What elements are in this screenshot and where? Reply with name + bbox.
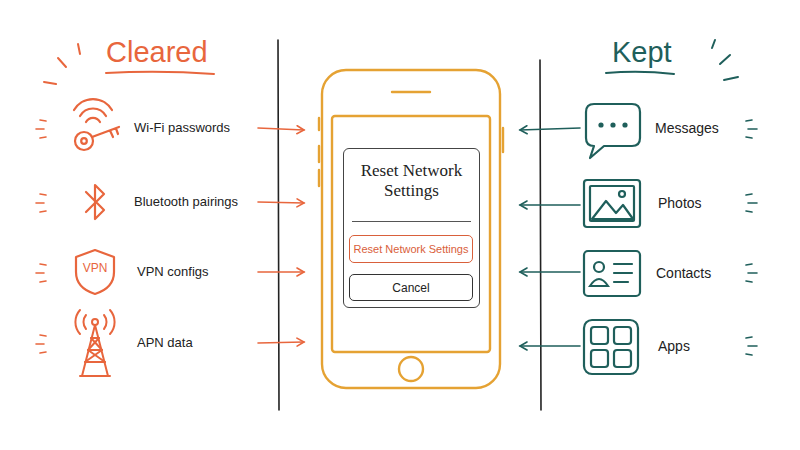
dialog-button: Cancel xyxy=(349,274,473,301)
item-label: Apps xyxy=(658,338,690,355)
item-label: VPN configs xyxy=(137,264,209,280)
heading: Kept xyxy=(612,35,672,70)
item-label: Bluetooth pairings xyxy=(134,194,238,210)
apps-icon xyxy=(584,320,638,374)
contact-icon xyxy=(584,251,640,296)
item-label: Photos xyxy=(658,195,702,212)
dialog-button: Reset Network Settings xyxy=(349,235,473,263)
tower-icon xyxy=(75,310,114,376)
dialog-box: Reset Network SettingsReset Network Sett… xyxy=(343,148,480,308)
bluetooth-icon xyxy=(86,185,104,219)
arrow xyxy=(258,128,580,346)
vpn-shield: VPN xyxy=(73,248,117,296)
heading: Cleared xyxy=(106,35,208,70)
message-icon xyxy=(586,104,640,158)
dash-marks xyxy=(36,120,757,355)
dialog-title: Reset Network Settings xyxy=(352,161,471,202)
wifi-key-icon xyxy=(74,99,119,150)
item-label: Messages xyxy=(655,120,719,137)
shield-text: VPN xyxy=(73,261,117,275)
item-label: Contacts xyxy=(656,265,711,282)
item-label: Wi-Fi passwords xyxy=(134,120,230,136)
button-text: Cancel xyxy=(392,281,429,295)
item-label: APN data xyxy=(137,335,193,351)
photo-icon xyxy=(584,180,640,227)
divider-rule xyxy=(352,221,471,222)
phone-outline xyxy=(319,70,503,388)
divider-line xyxy=(278,40,541,410)
button-text: Reset Network Settings xyxy=(354,243,469,255)
